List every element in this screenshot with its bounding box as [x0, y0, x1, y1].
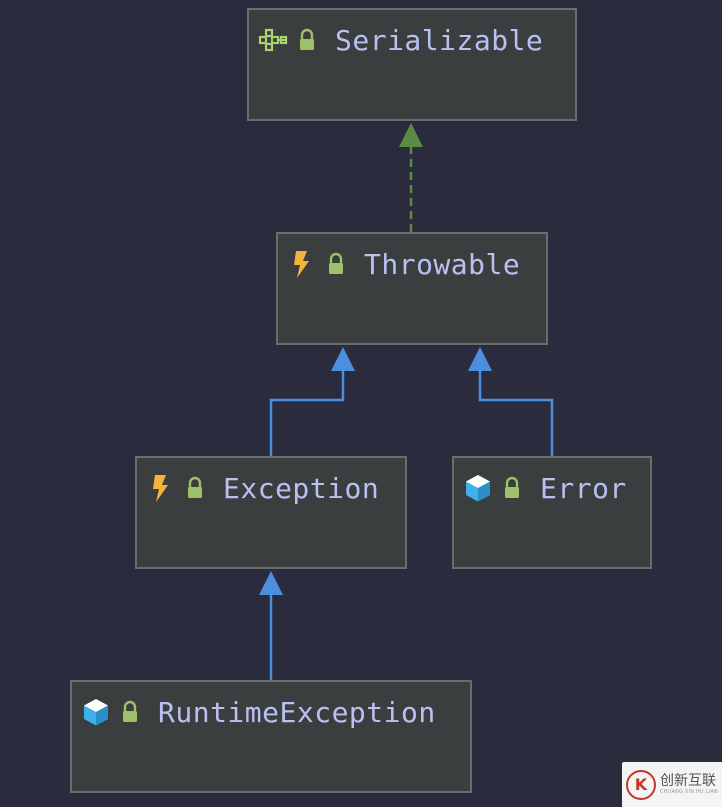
lock-icon	[179, 472, 211, 504]
class-cube-icon	[80, 696, 112, 728]
throwable-bolt-icon	[286, 248, 318, 280]
node-label: Error	[540, 471, 627, 505]
lock-icon	[114, 696, 146, 728]
node-label: Throwable	[364, 247, 521, 281]
node-label: RuntimeException	[158, 695, 436, 729]
class-cube-icon	[462, 472, 494, 504]
lock-icon	[320, 248, 352, 280]
watermark-brand: 创新互联	[660, 773, 716, 789]
node-exception[interactable]: Exception	[135, 456, 407, 569]
lock-icon	[291, 24, 323, 56]
lock-icon	[496, 472, 528, 504]
node-runtime-exception[interactable]: RuntimeException	[70, 680, 472, 793]
watermark: K 创新互联 CHUANG XIN HU LIAN	[622, 762, 722, 807]
node-header: RuntimeException	[72, 682, 436, 742]
node-header: Error	[454, 458, 627, 518]
implements-arrowhead	[399, 123, 423, 147]
node-header: Serializable	[249, 10, 543, 70]
watermark-text: 创新互联 CHUANG XIN HU LIAN	[660, 774, 718, 795]
edge-exception-extends-throwable	[269, 347, 355, 456]
watermark-logo-icon: K	[626, 769, 656, 800]
node-header: Throwable	[278, 234, 520, 294]
extends-arrowhead	[331, 347, 355, 371]
node-error[interactable]: Error	[452, 456, 652, 569]
interface-icon	[257, 24, 289, 56]
extends-line	[478, 370, 554, 456]
node-label: Exception	[223, 471, 380, 505]
throwable-bolt-icon	[145, 472, 177, 504]
node-throwable[interactable]: Throwable	[276, 232, 548, 345]
edge-throwable-implements-serializable	[399, 123, 423, 232]
edge-error-extends-throwable	[468, 347, 554, 456]
node-label: Serializable	[335, 23, 544, 57]
node-header: Exception	[137, 458, 379, 518]
extends-arrowhead	[259, 571, 283, 595]
edge-runtime-extends-exception	[259, 571, 283, 680]
node-serializable[interactable]: Serializable	[247, 8, 577, 121]
watermark-subtext: CHUANG XIN HU LIAN	[660, 789, 718, 795]
extends-arrowhead	[468, 347, 492, 371]
extends-line	[269, 370, 345, 456]
